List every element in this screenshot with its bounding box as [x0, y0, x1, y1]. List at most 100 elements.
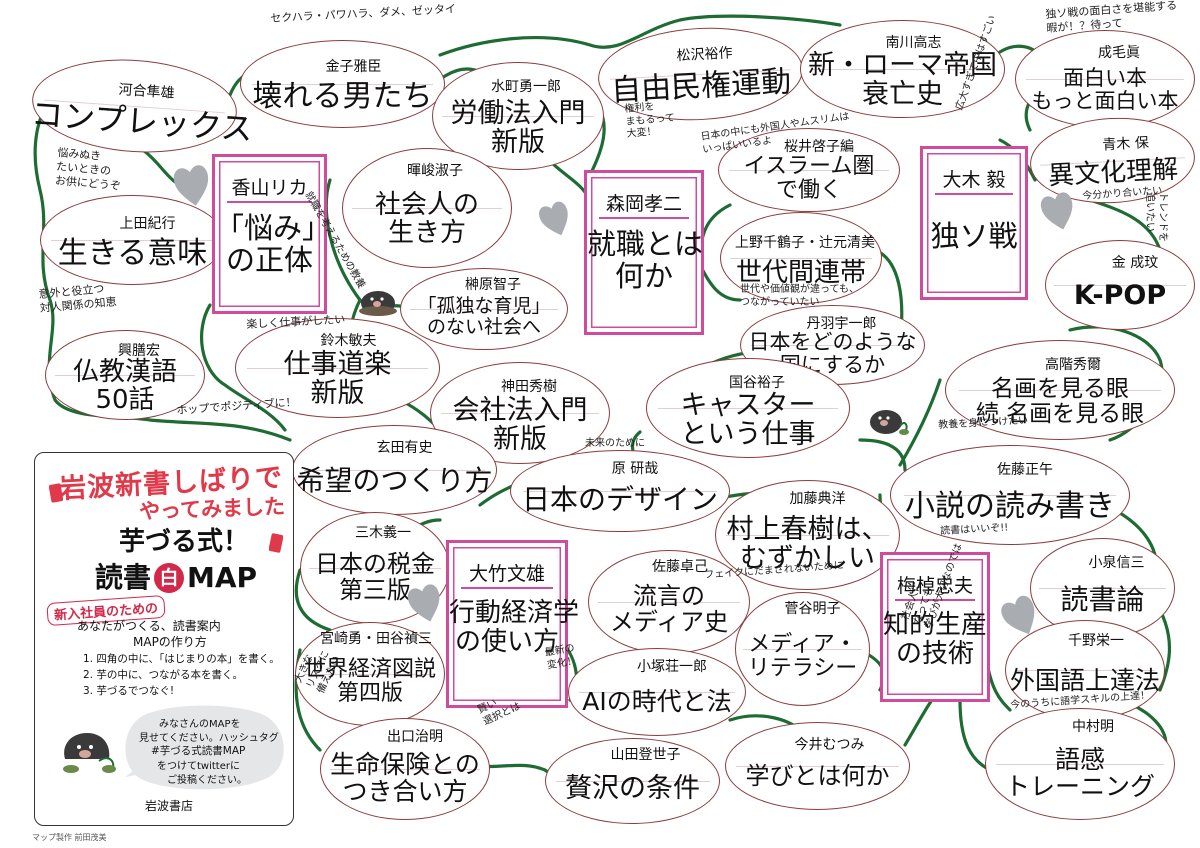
leaf-midrib — [726, 535, 889, 536]
vine — [898, 378, 942, 467]
book-author: 菅谷明子 — [784, 601, 841, 617]
legend-title-line1: 芋づる式！ — [119, 527, 250, 557]
leaf-midrib — [1054, 285, 1186, 286]
book-author: 高階秀爾 — [1045, 357, 1101, 373]
book-author: 山田登世子 — [610, 747, 681, 763]
handwritten-note: 未来のために — [585, 438, 645, 449]
leaf-midrib — [304, 470, 485, 471]
start-book-title: 独ソ戦 — [930, 219, 1018, 253]
book-title: 流言のメディア史 — [609, 582, 729, 636]
book-title: 贅沢の条件 — [565, 773, 700, 805]
book-author: 佐藤卓己 — [652, 559, 708, 575]
start-book-box: 大木 毅独ソ戦 — [920, 146, 1028, 300]
leaf-midrib — [54, 375, 196, 376]
start-book-underline — [227, 201, 312, 203]
leaf-midrib — [996, 764, 1164, 765]
map-credit: マップ製作 前田茂美 — [32, 833, 107, 842]
publisher: 岩波書店 — [145, 799, 194, 813]
start-book-box: 梅棹忠夫知的生産の技術 — [880, 552, 990, 702]
book-title: 「孤独な育児」のない社会へ — [417, 295, 551, 338]
vine — [200, 303, 287, 432]
start-book-author: 香山リカ — [231, 177, 308, 199]
leaf-midrib — [309, 568, 441, 569]
book-leaf: 南川高志新・ローマ帝国衰亡史 — [800, 20, 1005, 118]
leaf-midrib — [658, 408, 838, 409]
leaf-midrib — [736, 766, 899, 767]
book-author: 出口治明 — [387, 729, 443, 745]
book-leaf: 山田登世子贅沢の条件 — [545, 738, 720, 824]
book-title: 新・ローマ帝国衰亡史 — [808, 49, 997, 110]
share-line-2: 見せてください。ハッシュタグ — [139, 733, 279, 744]
share-line-1: みなさんのMAPを — [159, 719, 241, 730]
leaf-midrib — [352, 208, 502, 209]
share-line-5: ご投稿ください。 — [167, 775, 247, 786]
start-book-author: 大竹文雄 — [468, 563, 545, 585]
leaf-midrib — [330, 769, 480, 770]
start-book-underline — [895, 599, 975, 601]
speech-cloud — [125, 705, 284, 790]
book-author: 神田秀樹 — [501, 379, 557, 395]
start-book-author: 森岡孝二 — [605, 193, 682, 215]
book-author: 原 研哉 — [611, 461, 659, 477]
leaf-midrib — [743, 649, 862, 650]
leaf-midrib — [728, 170, 890, 171]
leaf-midrib — [958, 390, 1162, 391]
book-title: 壊れる男たち — [252, 78, 433, 114]
book-title: 仕事道楽新版 — [283, 348, 392, 409]
leaf-midrib — [410, 309, 558, 310]
vine — [958, 698, 992, 772]
book-author: 鈴木敏夫 — [320, 333, 377, 349]
book-author: 桜井啓子編 — [784, 139, 854, 155]
book-title: 語感トレーニング — [1004, 745, 1155, 801]
book-author: 暉峻淑子 — [407, 163, 463, 179]
book-author: 千野栄一 — [1068, 633, 1124, 649]
book-title: 面白い本もっと面白い本 — [1031, 66, 1179, 113]
book-author: 三木義一 — [355, 525, 411, 541]
book-author: 玄田有史 — [376, 440, 433, 456]
start-book-underline — [599, 217, 689, 219]
book-title: 日本の税金第三版 — [315, 550, 435, 604]
book-title: 生命保険とのつき合い方 — [330, 750, 480, 806]
book-title: AIの時代と法 — [582, 686, 732, 716]
leaf-midrib — [597, 602, 741, 603]
stamp-badge: 白 — [154, 563, 185, 593]
book-leaf: 榊原智子「孤独な育児」のない社会へ — [400, 268, 568, 350]
book-author: 中村明 — [1072, 719, 1114, 735]
book-leaf: 神田秀樹会社法入門新版 — [430, 362, 610, 464]
leaf-midrib — [751, 345, 914, 346]
book-title: 日本のデザイン — [521, 482, 718, 516]
mole-icon — [63, 733, 116, 773]
book-leaf: 小塚荘一郎 AIの時代と法 — [568, 648, 746, 736]
mole-icon — [359, 291, 397, 316]
book-leaf: 河合隼雄コンプレックス — [29, 52, 254, 160]
leaf-midrib — [304, 674, 436, 675]
leaf-midrib — [578, 692, 736, 693]
heart-icon — [407, 584, 440, 622]
book-title: 学びとは何か — [745, 762, 890, 791]
book-title: 読書論 — [1060, 582, 1145, 616]
start-book-title: 行動経済学の使い方 — [449, 598, 580, 657]
book-title: K-POP — [1073, 280, 1167, 312]
vine — [1158, 608, 1171, 692]
share-line-4: をつけてtwitterに — [157, 761, 240, 772]
handwritten-note: 権利をまもるって大変！ — [624, 101, 676, 140]
book-title: キャスターという仕事 — [680, 389, 816, 450]
handwritten-note: 悩みぬきたいときのお供にどうぞ — [54, 146, 122, 193]
start-book-box: 森岡孝二就職とは何か — [584, 170, 704, 335]
book-author: 金子雅臣 — [325, 59, 382, 75]
heart-icon — [173, 165, 209, 206]
book-author: 国谷裕子 — [729, 375, 785, 391]
book-leaf: 金子雅臣壊れる男たち — [240, 40, 445, 128]
legend-step-3: 3. 芋づるでつなぐ! — [83, 685, 175, 697]
book-title: イスラーム圏で働く — [743, 154, 875, 203]
book-author: 小塚荘一郎 — [637, 659, 707, 675]
book-leaf: 鈴木敏夫仕事道楽新版 — [235, 318, 440, 418]
leaf-midrib — [247, 368, 428, 369]
leaf-midrib — [1025, 79, 1185, 80]
book-leaf: 玄田有史希望のつくり方 — [292, 425, 497, 515]
book-leaf: 高階秀爾名画を見る眼続 名画を見る眼 — [945, 340, 1175, 440]
book-title: 世界経済図説第四版 — [303, 657, 436, 706]
